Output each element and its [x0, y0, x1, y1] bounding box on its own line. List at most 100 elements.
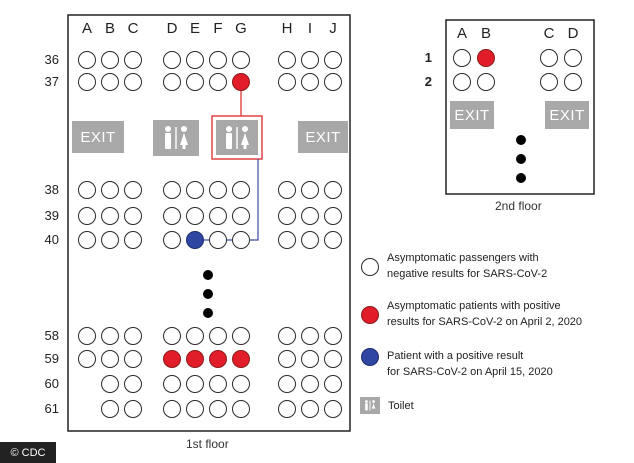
seat-40I: [301, 231, 319, 249]
seat-39A: [78, 207, 96, 225]
seat-40B: [101, 231, 119, 249]
seat-59D: [163, 350, 181, 368]
first-floor-row-label: 58: [44, 328, 59, 343]
seat-59I: [301, 350, 319, 368]
seat-38J: [324, 181, 342, 199]
first-floor-row-label: 39: [44, 208, 59, 223]
seat-39D: [163, 207, 181, 225]
first-floor-column-label: A: [81, 20, 92, 37]
first-floor-column-label: C: [127, 20, 139, 37]
seat-59H: [278, 350, 296, 368]
seat-39J: [324, 207, 342, 225]
seat-60B: [101, 375, 119, 393]
seat-37I: [301, 73, 319, 91]
first-floor-row-label: 60: [44, 376, 59, 391]
seat-61G: [232, 400, 250, 418]
seat-60E: [186, 375, 204, 393]
seat-38B: [101, 181, 119, 199]
seat-37G: [232, 73, 250, 91]
seat-39B: [101, 207, 119, 225]
seat-upper-1D: [564, 49, 582, 67]
seat-58A: [78, 327, 96, 345]
second-floor-column-label: B: [480, 25, 491, 42]
seat-58B: [101, 327, 119, 345]
seat-upper-1C: [540, 49, 558, 67]
seat-38F: [209, 181, 227, 199]
seat-37B: [101, 73, 119, 91]
seat-60D: [163, 375, 181, 393]
seat-37C: [124, 73, 142, 91]
seat-37F: [209, 73, 227, 91]
first-floor-row-label: 61: [44, 401, 59, 416]
seat-59G: [232, 350, 250, 368]
seat-upper-2A: [453, 73, 471, 91]
seat-36G: [232, 51, 250, 69]
seat-36E: [186, 51, 204, 69]
legend-positive-april2-label: Asymptomatic patients with positive resu…: [387, 300, 583, 328]
seat-39G: [232, 207, 250, 225]
seat-61B: [101, 400, 119, 418]
seat-40C: [124, 231, 142, 249]
seat-40H: [278, 231, 296, 249]
first-floor-column-label: E: [189, 20, 200, 37]
seat-38A: [78, 181, 96, 199]
exit-left-first-floor: EXIT: [72, 121, 124, 153]
seat-58F: [209, 327, 227, 345]
first-floor-row-label: 36: [44, 52, 59, 67]
seat-38D: [163, 181, 181, 199]
seat-38H: [278, 181, 296, 199]
second-floor-column-label: C: [543, 25, 555, 42]
continuation-dot: [203, 270, 213, 280]
toilet-icon-highlighted: [216, 120, 258, 155]
seat-37A: [78, 73, 96, 91]
seat-40J: [324, 231, 342, 249]
seat-upper-1A: [453, 49, 471, 67]
seat-58G: [232, 327, 250, 345]
seat-59C: [124, 350, 142, 368]
seat-61E: [186, 400, 204, 418]
legend-negative-swatch: [361, 258, 379, 276]
legend-positive-april15-swatch: [361, 348, 379, 366]
seat-60F: [209, 375, 227, 393]
seat-58I: [301, 327, 319, 345]
seat-39E: [186, 207, 204, 225]
seat-36C: [124, 51, 142, 69]
seat-37H: [278, 73, 296, 91]
seat-37D: [163, 73, 181, 91]
seat-39F: [209, 207, 227, 225]
seat-58D: [163, 327, 181, 345]
second-floor-frame: [445, 19, 595, 195]
seat-61F: [209, 400, 227, 418]
seat-59J: [324, 350, 342, 368]
seat-59A: [78, 350, 96, 368]
seat-60G: [232, 375, 250, 393]
first-floor-row-label: 40: [44, 232, 59, 247]
seat-59B: [101, 350, 119, 368]
seat-36B: [101, 51, 119, 69]
seat-38I: [301, 181, 319, 199]
first-floor-column-label: J: [329, 20, 337, 37]
continuation-dot: [203, 289, 213, 299]
seat-61I: [301, 400, 319, 418]
first-floor-column-label: I: [307, 20, 313, 37]
exit-right-first-floor: EXIT: [298, 121, 348, 153]
first-floor-row-label: 59: [44, 351, 59, 366]
seat-37J: [324, 73, 342, 91]
seat-39C: [124, 207, 142, 225]
legend-toilet-label: Toilet: [388, 400, 414, 412]
seat-upper-1B: [477, 49, 495, 67]
seat-36D: [163, 51, 181, 69]
seat-40D: [163, 231, 181, 249]
second-floor-column-label: A: [456, 25, 467, 42]
credit-badge: © CDC: [0, 442, 56, 463]
second-floor-column-label: D: [567, 25, 579, 42]
legend-toilet-icon: [360, 397, 380, 414]
first-floor-column-label: D: [166, 20, 178, 37]
seat-61H: [278, 400, 296, 418]
legend-positive-april2-swatch: [361, 306, 379, 324]
seat-60J: [324, 375, 342, 393]
seat-39I: [301, 207, 319, 225]
second-floor-label: 2nd floor: [495, 199, 542, 213]
first-floor-frame: [67, 14, 351, 432]
